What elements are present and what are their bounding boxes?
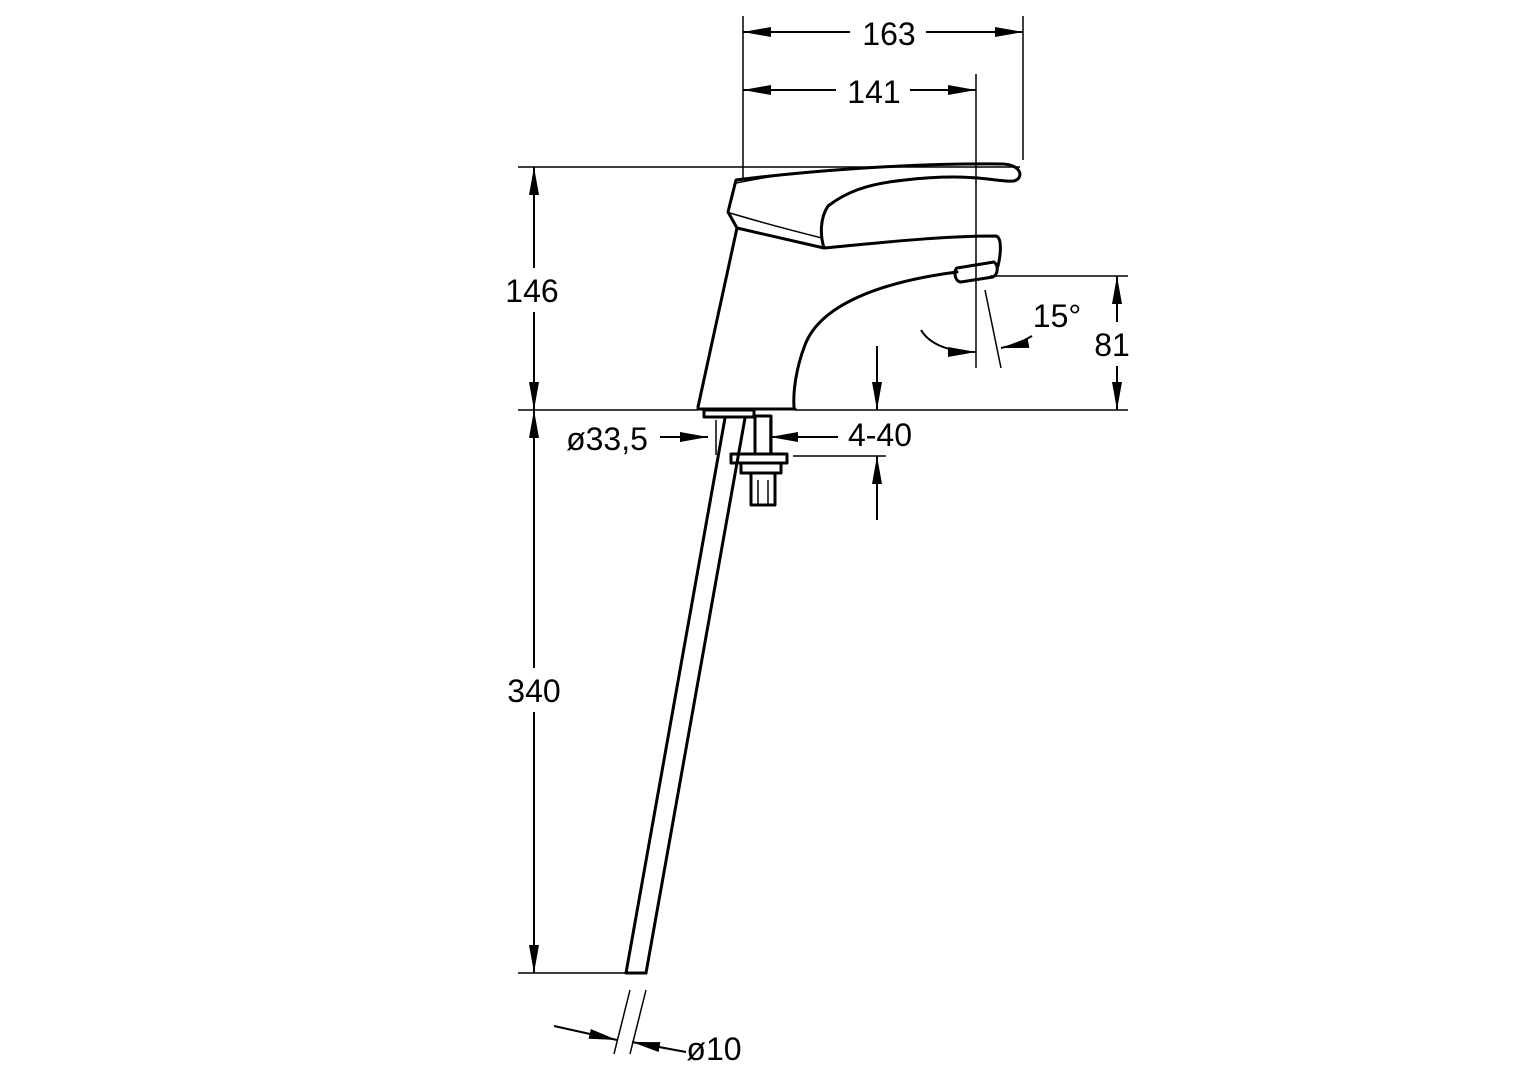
spout (822, 234, 1002, 268)
dim-total-projection: 163 (862, 16, 915, 52)
dim-spray-angle: 15° (1033, 298, 1081, 334)
dim-deck-thickness: 4-40 (848, 417, 912, 453)
dim-spout-height: 81 (1094, 327, 1130, 363)
dim-hose-length: 340 (507, 673, 560, 709)
dim-body-diameter: ø33,5 (566, 421, 648, 457)
faucet-body (624, 162, 1022, 975)
dim-overall-height: 146 (505, 273, 558, 309)
dim-hose-diameter: ø10 (686, 1031, 741, 1067)
dim-spout-projection: 141 (847, 74, 900, 110)
dimension-lines (518, 16, 1128, 1055)
dimension-labels: 163 141 146 81 15° ø33,5 4-40 340 ø10 (505, 16, 1129, 1067)
flexible-hose (624, 416, 747, 975)
